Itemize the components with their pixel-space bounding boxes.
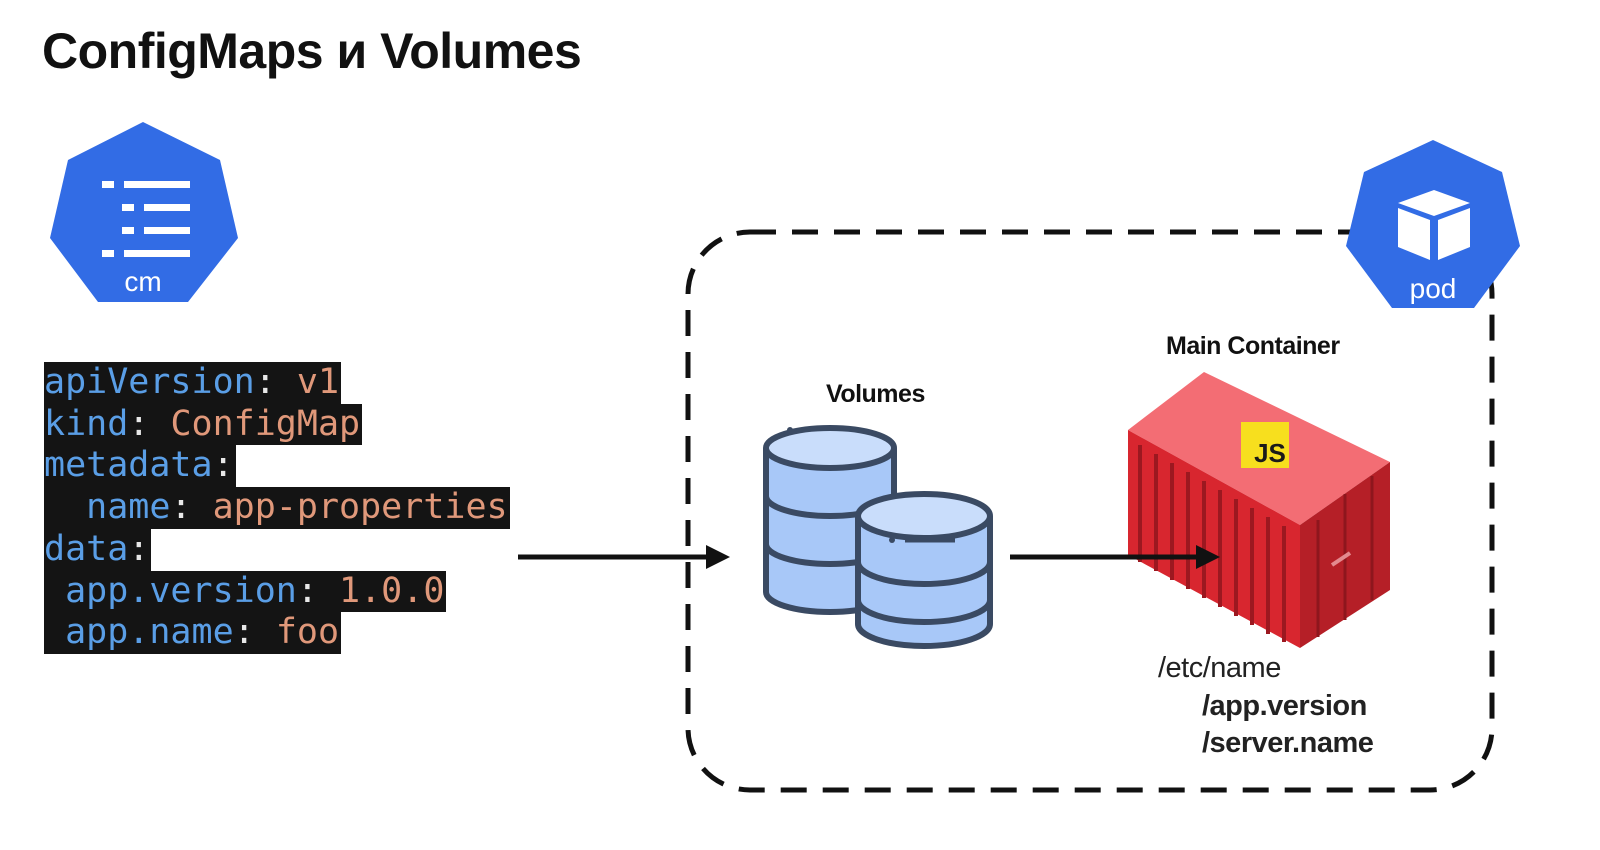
yaml-line-bg: kind: ConfigMap: [44, 403, 363, 446]
yaml-line: app.name: foo: [44, 612, 510, 654]
yaml-line: metadata:: [44, 445, 510, 488]
yaml-key: metadata: [44, 445, 213, 486]
yaml-line: app.version: 1.0.0: [44, 570, 510, 613]
yaml-indent: [44, 571, 65, 611]
yaml-line-bg: app.version: 1.0.0: [44, 570, 447, 613]
yaml-line-bg: data:: [44, 528, 152, 571]
pod-icon: pod: [1346, 140, 1520, 308]
yaml-value: foo: [275, 612, 340, 653]
yaml-indent: [44, 612, 65, 652]
yaml-line: data:: [44, 528, 510, 571]
main-container-label: Main Container: [1166, 332, 1340, 360]
yaml-separator: :: [233, 612, 276, 653]
database-icon: [763, 425, 993, 649]
arrow-volumes-to-container: [1010, 545, 1220, 569]
pod-icon-label: pod: [1410, 273, 1457, 304]
configmap-icon: cm: [50, 122, 238, 302]
yaml-separator: :: [128, 403, 171, 444]
page-title: ConfigMaps и Volumes: [42, 23, 582, 79]
shipping-container-icon: JS: [1128, 372, 1390, 648]
mount-path-app-version: /app.version: [1202, 690, 1367, 722]
yaml-value: v1: [296, 362, 340, 402]
volumes-label: Volumes: [826, 380, 925, 408]
yaml-line: name: app-properties: [44, 487, 510, 529]
yaml-separator: :: [170, 487, 213, 528]
yaml-value: app-properties: [212, 487, 508, 528]
yaml-separator: :: [128, 528, 150, 569]
yaml-line-bg: app.name: foo: [44, 612, 342, 654]
yaml-key: app.version: [65, 570, 297, 611]
js-badge-text: JS: [1254, 438, 1286, 468]
yaml-separator: :: [254, 362, 297, 402]
yaml-key: app.name: [65, 612, 234, 653]
yaml-separator: :: [212, 445, 234, 486]
yaml-line-bg: apiVersion: v1: [44, 362, 342, 404]
yaml-line-bg: name: app-properties: [44, 487, 510, 529]
yaml-line: kind: ConfigMap: [44, 403, 510, 446]
pod-boundary: [685, 229, 1495, 793]
configmap-icon-label: cm: [124, 266, 161, 297]
arrow-configmap-to-volumes: [518, 545, 730, 569]
yaml-key: apiVersion: [44, 362, 255, 402]
yaml-key: data: [44, 528, 129, 569]
yaml-line: apiVersion: v1: [44, 362, 510, 404]
yaml-value: 1.0.0: [339, 570, 445, 611]
yaml-value: ConfigMap: [170, 403, 361, 444]
mount-path-server-name: /server.name: [1202, 727, 1374, 759]
yaml-indent: [44, 487, 86, 527]
yaml-line-bg: metadata:: [44, 445, 236, 488]
js-badge: [1241, 422, 1289, 468]
yaml-key: name: [86, 487, 171, 528]
yaml-separator: :: [296, 570, 340, 611]
yaml-key: kind: [44, 403, 129, 444]
mount-path-root: /etc/name: [1158, 652, 1281, 684]
